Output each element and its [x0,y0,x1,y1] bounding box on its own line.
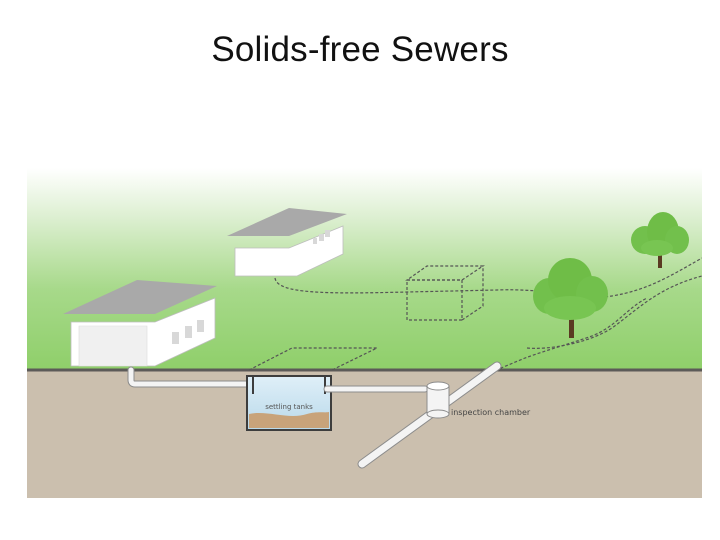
settling-tanks-label: settling tanks [265,403,313,411]
dashed-sewer-path-3 [481,297,648,377]
dashed-sewer-path-2 [526,275,702,349]
lower-house [63,280,217,367]
slide-title: Solids-free Sewers [211,30,509,69]
dashed-tank-outline-2 [248,347,378,371]
inspection-chamber-label: inspection chamber [451,408,531,417]
tree-large [533,258,608,338]
tree-small [631,212,689,268]
sewer-diagram: settling tanks inspection chamber [27,168,702,498]
dashed-tank-outline [405,265,485,321]
upper-house [227,208,347,277]
house-connection-pipe [127,366,257,388]
inspection-chamber [426,381,450,419]
